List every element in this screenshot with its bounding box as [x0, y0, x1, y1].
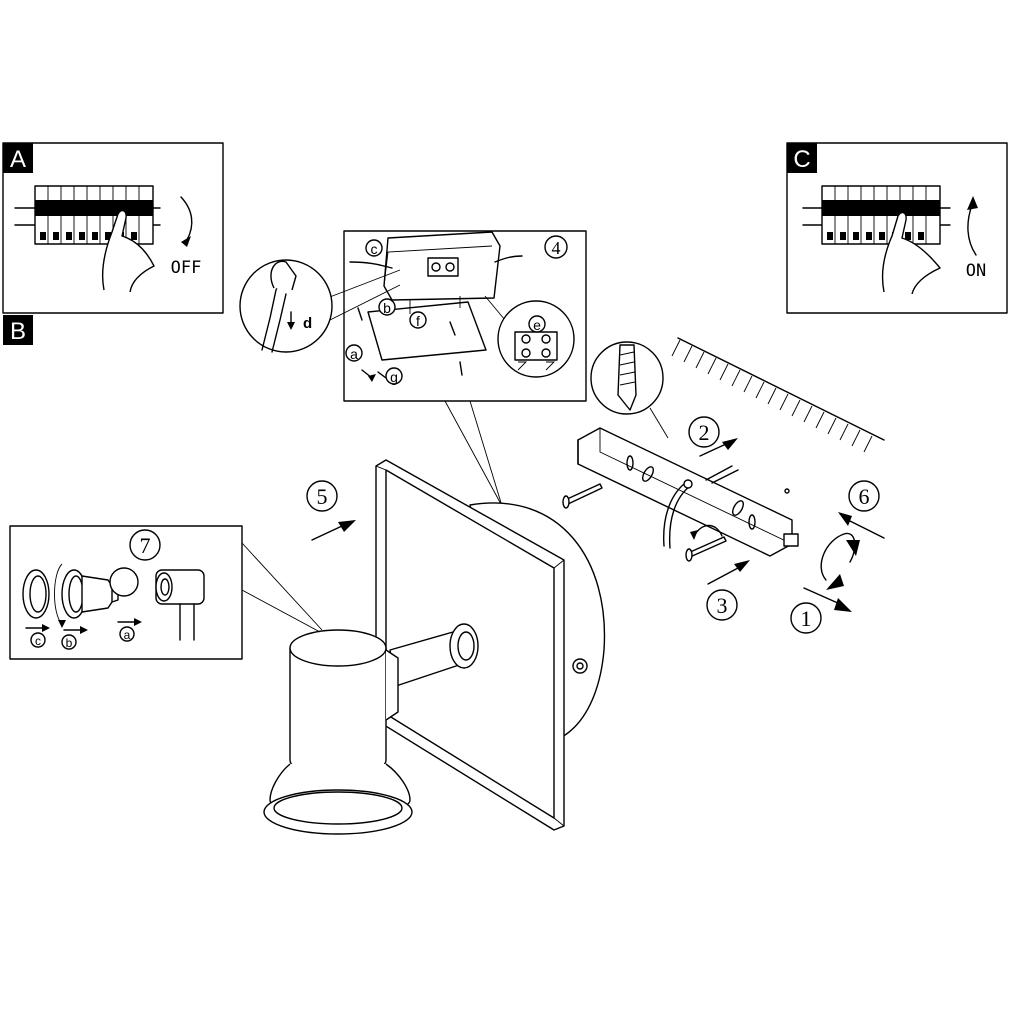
bulb-callout-b: b	[66, 636, 73, 650]
wall-lamp-fixture	[263, 459, 606, 835]
screw-icon	[685, 536, 727, 562]
bulb-icon	[81, 575, 113, 613]
rotation-arrows: 6 1	[790, 480, 885, 634]
step-7-bulb-replacement: 7 c b a	[9, 525, 323, 660]
step-3: 3	[690, 524, 750, 621]
bulb-callout-a: a	[124, 628, 131, 642]
step-1-number: 1	[801, 606, 812, 631]
panel-a-label-box	[3, 143, 33, 173]
panel-c-label-box	[787, 143, 817, 173]
callout-a: a	[350, 346, 358, 362]
wire-strip-detail: d	[239, 259, 401, 353]
panel-c-caption: ON	[966, 261, 986, 281]
screw-icon	[562, 483, 603, 509]
bulb-callout-c: c	[35, 634, 41, 648]
circuit-breaker-row-c	[802, 185, 951, 245]
wall-plug-icon	[617, 344, 637, 411]
wall-hatch	[671, 337, 885, 453]
spotlight-head	[289, 647, 387, 776]
callout-e: e	[533, 317, 541, 333]
panel-b-label: B	[3, 315, 33, 345]
step-2-number: 2	[699, 420, 710, 445]
panel-b-letter: B	[10, 318, 26, 345]
panel-a-breaker-off: A OFF	[2, 142, 224, 314]
callout-d: d	[303, 315, 312, 332]
callout-g: g	[390, 369, 398, 385]
step-5-number: 5	[317, 484, 328, 509]
panel-c-letter: C	[793, 146, 810, 173]
wall-plug-detail	[590, 341, 669, 439]
panel-a-frame	[2, 142, 224, 314]
hand-icon	[881, 211, 941, 295]
step-7-frame	[9, 525, 243, 660]
step-2: 2	[688, 416, 739, 484]
mounting-bracket	[577, 427, 799, 557]
step-4-number: 4	[552, 238, 561, 258]
glass-ring	[22, 569, 50, 619]
step-6-number: 6	[859, 484, 870, 509]
panel-b-label-box	[3, 315, 33, 345]
panel-c-breaker-on: C ON	[786, 142, 1008, 314]
callout-f: f	[416, 313, 420, 329]
rotate-arrow-icon	[180, 196, 193, 241]
callout-b: b	[383, 300, 391, 316]
circuit-breaker-row-a	[14, 185, 161, 245]
step-7-number: 7	[140, 533, 151, 558]
step-3-number: 3	[717, 593, 728, 618]
terminal-detail: e	[484, 295, 575, 378]
panel-a-letter: A	[10, 146, 26, 173]
rotate-arrow-icon	[967, 204, 977, 256]
panel-a-caption: OFF	[171, 258, 202, 278]
step-4-junction-box: 4 c b f a g	[343, 230, 587, 402]
step-4-frame	[343, 230, 587, 402]
step-5: 5	[306, 480, 356, 541]
panel-c-frame	[786, 142, 1008, 314]
hand-icon	[270, 260, 297, 291]
callout-c: c	[371, 241, 378, 257]
hand-icon	[101, 209, 155, 293]
cover-plate	[367, 301, 487, 361]
